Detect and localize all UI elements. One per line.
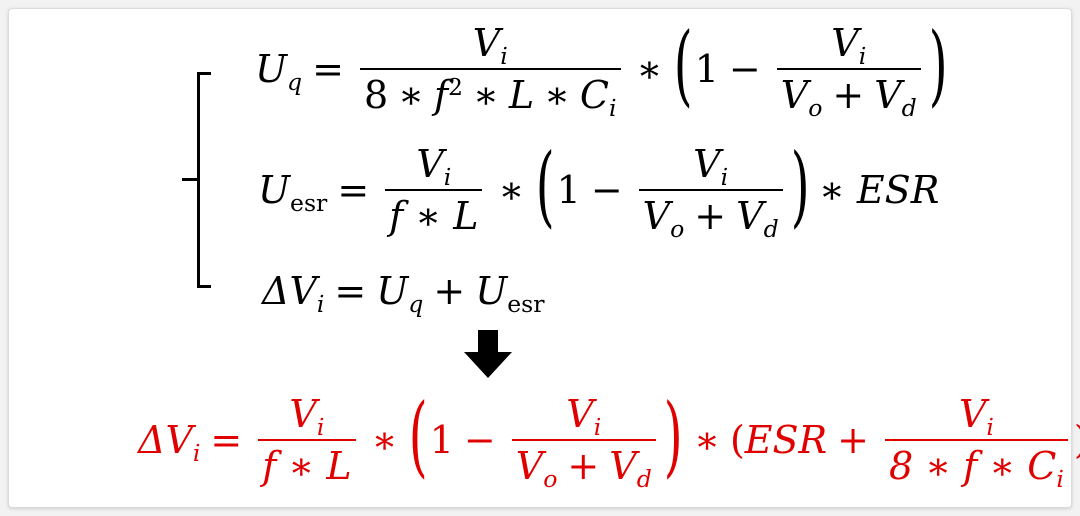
result-lhs: ΔVi	[138, 418, 201, 468]
eq1-one: 1	[694, 47, 719, 91]
result-paren-close: )	[663, 384, 683, 487]
eq2-fraction: Vi f ∗ L	[385, 145, 483, 235]
eq1-inner-fraction: Vi Vo+Vd	[776, 24, 921, 120]
result-open-paren: (	[729, 418, 745, 462]
equation-uq: Uq = Vi 8∗f2∗L∗Ci ∗ ( 1 − Vi Vo+Vd )	[255, 13, 949, 121]
result-fraction-2: Vi 8 ∗ f ∗ Ci	[885, 395, 1068, 491]
eq1-mult: ∗	[636, 47, 663, 91]
eq2-mult: ∗	[498, 168, 525, 212]
eq3-equals: =	[334, 269, 367, 313]
eq2-one: 1	[556, 168, 581, 212]
eq1-lhs: Uq	[255, 47, 303, 97]
result-plus: +	[837, 418, 870, 462]
result-fraction: Vi f ∗ L	[258, 395, 356, 485]
result-mult2: ∗	[694, 418, 720, 462]
formula-card	[8, 8, 1072, 508]
eq1-fraction: Vi 8∗f2∗L∗Ci	[359, 24, 621, 120]
equation-uesr: Uesr = Vi f ∗ L ∗ ( 1 − Vi Vo+Vd ) ∗ ESR	[258, 134, 940, 242]
result-one: 1	[429, 418, 454, 462]
eq2-tail: ∗ ESR	[819, 168, 940, 212]
eq1-paren-close: )	[928, 13, 948, 116]
result-equals: =	[210, 418, 243, 462]
result-paren-open: (	[409, 384, 429, 487]
result-close-paren: )	[1074, 421, 1080, 459]
result-equation: ΔVi = Vi f ∗ L ∗ ( 1 − Vi Vo+Vd ) ∗ ( ES…	[138, 384, 1080, 492]
result-minus: −	[463, 418, 496, 462]
eq1-equals: =	[312, 47, 344, 91]
eq2-inner-fraction: Vi Vo+Vd	[638, 145, 783, 241]
down-arrow-icon	[464, 330, 512, 378]
result-esr: ESR	[744, 418, 828, 462]
result-inner-fraction: Vi Vo+Vd	[511, 395, 656, 491]
left-brace-tick	[182, 178, 200, 181]
eq2-minus: −	[590, 168, 623, 212]
eq2-lhs: Uesr	[258, 168, 328, 218]
eq3-plus: +	[433, 269, 466, 313]
eq1-paren-open: (	[674, 13, 693, 116]
eq2-paren-close: )	[790, 134, 810, 237]
eq2-paren-open: (	[536, 134, 555, 237]
result-mult: ∗	[371, 418, 398, 462]
eq1-minus: −	[728, 47, 761, 91]
eq2-equals: =	[337, 168, 370, 212]
equation-delta-vi: ΔVi = Uq + Uesr	[262, 269, 545, 319]
left-brace	[197, 72, 220, 288]
eq3-lhs: ΔVi	[262, 269, 325, 319]
